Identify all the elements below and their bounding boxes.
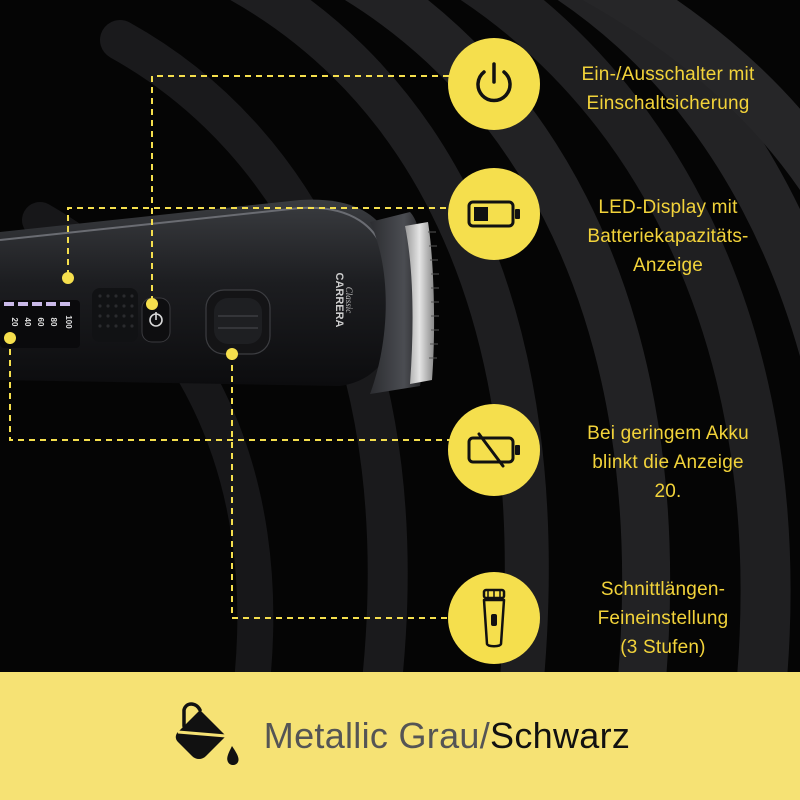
battery-low-icon: [448, 404, 540, 496]
battery-full-icon: [448, 168, 540, 260]
led-level-100: 100: [64, 315, 73, 329]
leader-lines: [9, 75, 458, 619]
led-line-3: Anzeige: [632, 255, 704, 276]
low-battery-anchor-dot: [4, 332, 16, 344]
power-line-2: Einschaltsicherung: [586, 93, 750, 114]
led-line-2: Batteriekapazitäts-: [587, 226, 749, 247]
length-line-2: Feineinstellung: [597, 608, 729, 629]
led-level-80: 80: [49, 318, 58, 327]
device-series: Classic: [344, 287, 354, 314]
color-info-bar: Metallic Grau/Schwarz: [0, 672, 800, 800]
led-level-40: 40: [23, 318, 32, 327]
color-variant-light: Metallic Grau/: [263, 715, 491, 756]
low-battery-callout-text: Bei geringem Akku blinkt die Anzeige 20.: [548, 419, 788, 506]
paint-bucket-icon: [170, 698, 242, 775]
color-variant-strong: Schwarz: [490, 715, 631, 756]
length-anchor-dot: [226, 348, 238, 360]
led-line-1: LED-Display mit: [598, 197, 738, 218]
length-callout-text: Schnittlängen- Feineinstellung (3 Stufen…: [538, 575, 788, 662]
power-line-1: Ein-/Ausschalter mit: [581, 64, 755, 85]
led-callout-text: LED-Display mit Batteriekapazitäts- Anze…: [548, 193, 788, 280]
power-callout-text: Ein-/Ausschalter mit Einschaltsicherung: [548, 60, 788, 118]
length-line-1: Schnittlängen-: [600, 579, 726, 600]
led-anchor-dot: [62, 272, 74, 284]
device-brand: CARRERA: [333, 273, 345, 328]
led-level-60: 60: [36, 318, 45, 327]
low-line-1: Bei geringem Akku: [587, 423, 749, 444]
length-line-3: (3 Stufen): [620, 637, 706, 658]
low-line-2: blinkt die Anzeige: [592, 452, 744, 473]
trimmer-icon: [448, 572, 540, 664]
low-line-3: 20.: [654, 481, 682, 502]
clipper-device: CARRERA Classic 20 40 60 80 100: [0, 199, 439, 394]
power-icon: [448, 38, 540, 130]
color-variant-title: Metallic Grau/Schwarz: [264, 715, 630, 757]
power-anchor-dot: [146, 298, 158, 310]
led-level-20: 20: [10, 318, 19, 327]
background-curves: CARRERA Classic 20 40 60 80 100: [0, 0, 800, 672]
